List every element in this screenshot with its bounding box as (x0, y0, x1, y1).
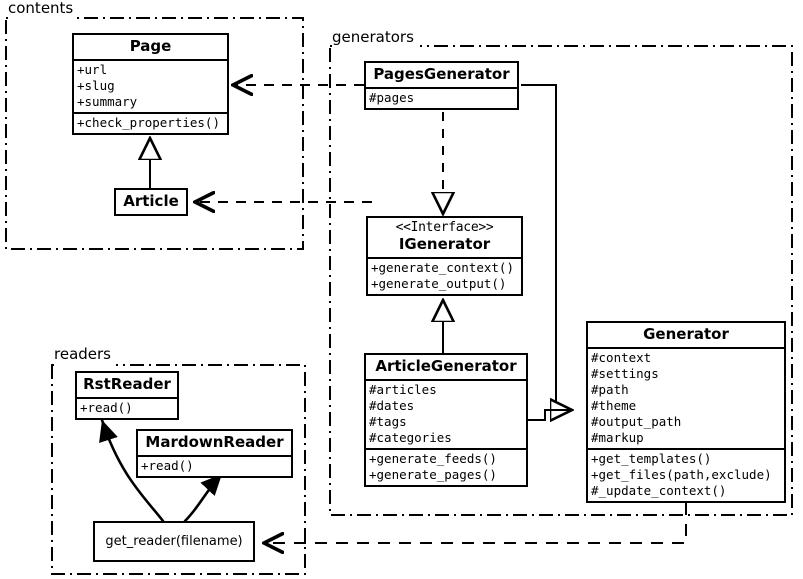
relation-pagesgenerator-to-generator (521, 84, 572, 410)
attribute-row: +url (77, 62, 108, 78)
function-label: get_reader(filename) (105, 534, 243, 549)
class-name-pages-generator: PagesGenerator (373, 65, 510, 83)
class-name-article-generator: ArticleGenerator (375, 357, 517, 375)
class-name-mardown-reader: MardownReader (145, 433, 284, 451)
package-label-generators: generators (332, 28, 414, 46)
class-methods-page: +check_properties() (74, 112, 227, 133)
attribute-row: #theme (591, 398, 637, 414)
method-row: +generate_context() (371, 260, 514, 276)
attribute-row: #markup (591, 430, 644, 446)
package-label-contents: contents (8, 0, 74, 17)
relation-generator-to-get-reader (264, 503, 687, 543)
class-box-generator[interactable]: Generator #context #settings #path #them… (586, 321, 786, 504)
class-name-label: IGenerator (398, 234, 491, 253)
readers-package-frame (51, 364, 306, 575)
class-box-rst-reader[interactable]: RstReader +read() (75, 371, 179, 421)
class-box-igenerator[interactable]: <<Interface>> IGenerator +generate_conte… (366, 216, 523, 297)
class-methods-generator: +get_templates() +get_files(path,exclude… (588, 448, 784, 501)
class-attributes-pages-generator: #pages (366, 87, 517, 108)
generators-package-frame (329, 45, 793, 516)
class-methods-igenerator: +generate_context() +generate_output() (368, 257, 521, 294)
class-attributes-page: +url +slug +summary (74, 59, 227, 112)
class-attributes-article-generator: #articles #dates #tags #categories (366, 379, 526, 448)
attribute-row: +slug (77, 78, 115, 94)
class-methods-rst-reader: +read() (77, 397, 177, 418)
contents-package-frame (5, 17, 304, 250)
class-box-article-generator[interactable]: ArticleGenerator #articles #dates #tags … (364, 353, 528, 488)
attribute-row: #dates (369, 398, 415, 414)
class-name-article: Article (123, 192, 179, 210)
attribute-row: #output_path (591, 414, 682, 430)
class-name-rst-reader: RstReader (83, 375, 171, 393)
class-name-page: Page (129, 37, 172, 55)
attribute-row: #context (591, 350, 652, 366)
method-row: +get_files(path,exclude) (591, 467, 772, 483)
class-box-page[interactable]: Page +url +slug +summary +check_properti… (72, 33, 229, 136)
method-row: +get_templates() (591, 451, 712, 467)
method-row: +check_properties() (77, 115, 220, 131)
function-box-get-reader[interactable]: get_reader(filename) (93, 521, 255, 562)
class-methods-mardown-reader: +read() (138, 455, 291, 476)
attribute-row: #tags (369, 414, 407, 430)
method-row: +read() (141, 458, 194, 474)
method-row: +generate_feeds() (369, 451, 497, 467)
class-box-article[interactable]: Article (114, 188, 188, 217)
class-box-pages-generator[interactable]: PagesGenerator #pages (364, 61, 519, 111)
method-row: +generate_pages() (369, 467, 497, 483)
attribute-row: #pages (369, 90, 415, 106)
package-label-readers: readers (54, 345, 111, 363)
method-row: +read() (80, 400, 133, 416)
method-row: +generate_output() (371, 276, 507, 292)
attribute-row: #path (591, 382, 629, 398)
attribute-row: #articles (369, 382, 437, 398)
relation-get-reader-to-mardownreader (183, 472, 224, 523)
class-attributes-generator: #context #settings #path #theme #output_… (588, 347, 784, 448)
class-name-generator: Generator (643, 325, 729, 343)
relation-get-reader-to-rstreader (99, 418, 165, 523)
class-box-mardown-reader[interactable]: MardownReader +read() (136, 429, 293, 479)
attribute-row: #categories (369, 430, 452, 446)
attribute-row: +summary (77, 94, 138, 110)
class-methods-article-generator: +generate_feeds() +generate_pages() (366, 448, 526, 485)
class-name-igenerator: <<Interface>> IGenerator (368, 218, 521, 257)
method-row: #_update_context() (591, 483, 727, 499)
attribute-row: #settings (591, 366, 659, 382)
relation-articlegenerator-to-generator (528, 409, 572, 421)
stereotype-interface: <<Interface>> (395, 220, 494, 235)
